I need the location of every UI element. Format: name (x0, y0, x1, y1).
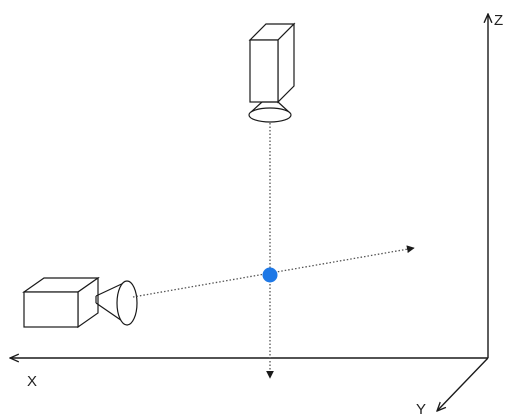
top-camera-lens-rim (248, 107, 292, 123)
top-camera (248, 22, 296, 123)
z-axis-label: Z (494, 12, 503, 29)
y-axis-line (437, 357, 489, 411)
left-camera (22, 276, 138, 329)
target-point (262, 267, 278, 283)
rays-group (132, 123, 415, 379)
top-camera-body-front (249, 39, 279, 103)
left-camera-body-front (23, 291, 79, 328)
y-axis-label: Y (416, 401, 426, 417)
axes-group: Z X Y (10, 12, 503, 417)
left-camera-lens-rim (116, 280, 138, 326)
x-axis-label: X (27, 373, 37, 390)
